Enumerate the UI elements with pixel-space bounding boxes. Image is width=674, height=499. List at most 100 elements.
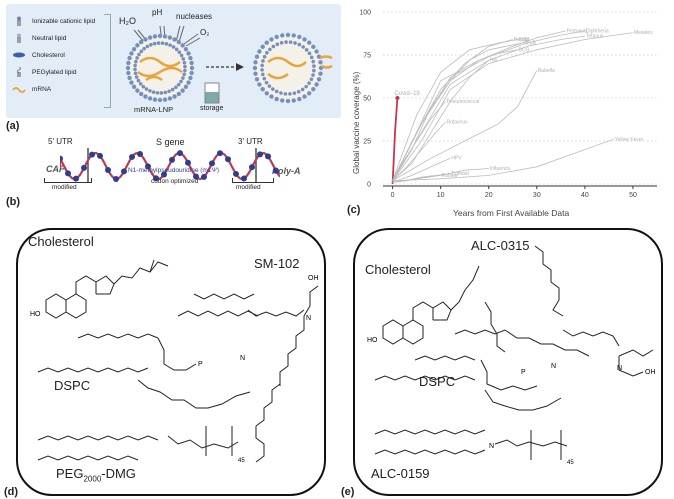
alc0315-n-text: N: [617, 365, 622, 372]
panel-c-label: (c): [347, 204, 361, 216]
peg-n-text: 45: [238, 458, 245, 464]
series-label: BCG: [519, 47, 530, 53]
series-line: [392, 39, 513, 181]
molecules-e: HO N OH P N N 45: [367, 245, 656, 466]
peg-subscript: 2000: [83, 474, 102, 484]
alc0159-structure: [374, 429, 568, 460]
modified-bracket-left: [44, 178, 92, 183]
panel-b: 5' UTR S gene 3' UTR CAP Poly-A N1-methy…: [0, 134, 345, 214]
y-tick-label: 25: [363, 139, 371, 146]
panel-e-label: (e): [341, 486, 355, 498]
stressor-nucleases: nucleases: [176, 12, 213, 21]
y-tick-label: 50: [363, 96, 371, 103]
series-label: Polio: [519, 37, 530, 43]
series-label: Influenza: [490, 166, 511, 172]
sm102-oh-text: OH: [308, 275, 319, 282]
panel-e-box: Cholesterol ALC-0315 DSPC ALC-0159 HO N …: [353, 228, 663, 496]
lnp-particle: [125, 33, 195, 103]
series-line: [392, 70, 538, 181]
series-label: Measles: [634, 30, 653, 36]
series-label: Tetanus: [586, 34, 604, 40]
series-label: Rubella: [538, 68, 555, 74]
degraded-lnp-particle: [252, 32, 333, 104]
ionizable-lipid-label-e: ALC-0315: [471, 238, 530, 253]
utr5-label: 5' UTR: [48, 137, 73, 146]
storage-label: storage: [200, 105, 224, 112]
y-tick-label: 0: [367, 182, 371, 189]
series-label: Hib: [490, 58, 498, 64]
sm102-n-text: N: [306, 315, 311, 322]
series-label: Typhoid: [451, 171, 469, 177]
legend-item: Cholesterol: [12, 50, 65, 60]
alc0159-n-text: N: [489, 443, 494, 450]
stressor-ph: pH: [152, 8, 163, 17]
legend-label: Ionizable cationic lipid: [32, 17, 96, 25]
panel-d-label: (d): [4, 486, 19, 498]
series-label: HPV: [451, 156, 462, 162]
panel-b-label: (b): [6, 196, 21, 208]
peg-dmg-structure: [37, 426, 239, 461]
cholesterol-icon: [12, 50, 26, 60]
series-line: [392, 32, 634, 181]
series-line: [392, 49, 518, 181]
cap-label: CAP: [46, 164, 66, 174]
series-label: Rotavirus: [446, 120, 468, 126]
series-label: Pneumococcal: [446, 99, 479, 105]
legend-label: PEGylated lipid: [32, 68, 77, 76]
legend-bracket: [104, 14, 111, 108]
panel-d-box: Cholesterol SM-102 DSPC PEG2000-DMG HO N…: [16, 228, 326, 496]
dspc-p-text-e: P: [521, 369, 526, 376]
series-line: [392, 35, 585, 181]
x-tick-label: 10: [437, 192, 445, 199]
dspc-structure: [37, 333, 251, 409]
y-tick-label: 75: [363, 53, 371, 60]
legend-item: Neutral lipid: [12, 33, 66, 43]
y-axis-label: Global vaccine coverage (%): [352, 71, 361, 174]
peg-suffix-text: -DMG: [101, 466, 136, 481]
series-line: [392, 101, 446, 181]
x-axis-label: Years from First Available Data: [453, 208, 569, 218]
series-label: Diphtheria: [586, 28, 609, 34]
cholesterol-ho-text-e: HO: [367, 337, 378, 344]
alc0315-structure: [454, 245, 654, 377]
x-tick-label: 0: [391, 192, 395, 199]
peg-lipid-icon: [12, 66, 26, 77]
codon-label: codon optimized: [151, 178, 199, 185]
series-label: Pertussis: [567, 28, 588, 34]
gene-label: S gene: [156, 137, 185, 147]
series-label: Covid–19: [394, 91, 420, 97]
mrna-strand: [60, 148, 280, 182]
peg-main-text: PEG: [56, 466, 84, 481]
stressor-h2o: H₂O: [119, 16, 136, 26]
ionizable-lipid-icon: [12, 16, 26, 26]
series-line: [391, 97, 399, 185]
sm102-structure: [177, 285, 319, 463]
ionizable-lipid-label: SM-102: [254, 256, 300, 271]
molecules-d: HO N OH P N 45: [30, 259, 319, 464]
modified-right-label: modified: [236, 184, 261, 191]
alc0159-peg-n-text: 45: [567, 460, 574, 466]
legend-item: Ionizable cationic lipid: [12, 16, 95, 26]
dspc-structure-e: [374, 355, 562, 411]
polya-label: Poly-A: [272, 166, 301, 176]
series-line: [392, 121, 446, 181]
cholesterol-label: Cholesterol: [28, 234, 94, 249]
y-tick-label: 100: [359, 10, 371, 17]
stressor-o2: O₂: [200, 28, 210, 37]
dspc-n-text-e: N: [551, 363, 556, 370]
panel-a-label: (a): [6, 120, 20, 132]
series-endpoint: [395, 96, 400, 100]
storage-arrow: [206, 63, 244, 71]
series-label: Rabies: [442, 173, 458, 179]
dspc-p-text: P: [198, 361, 203, 368]
series-line: [392, 138, 614, 181]
series-label: HepB3: [514, 37, 530, 43]
series-label: HepB: [523, 40, 536, 46]
series-line: [392, 59, 490, 181]
cholesterol-ho-text: HO: [30, 311, 41, 318]
dspc-n-text: N: [240, 355, 245, 362]
legend-item: mRNA: [12, 84, 51, 94]
